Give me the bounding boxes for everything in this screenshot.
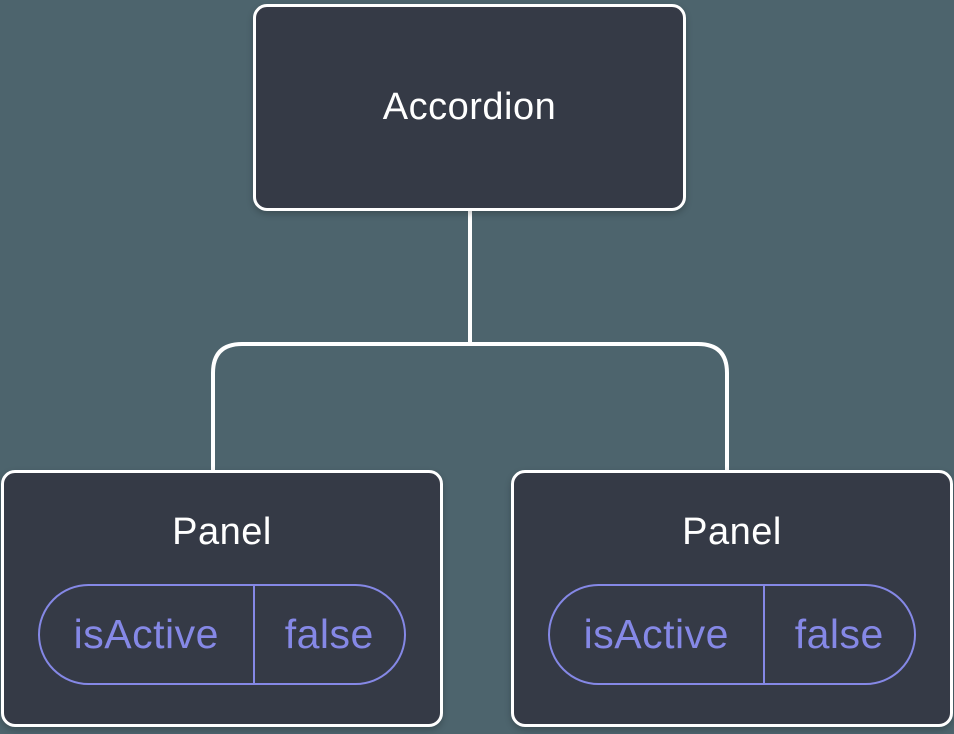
accordion-node: Accordion [253, 4, 686, 211]
state-name: isActive [550, 585, 765, 683]
state-pill: isActive false [38, 583, 406, 685]
state-value: false [794, 610, 884, 657]
accordion-node-label: Accordion [382, 85, 557, 128]
panel-node-label: Panel [172, 511, 272, 553]
panel-node-left: Panel isActive false [1, 470, 443, 727]
panel-node-label: Panel [682, 511, 782, 553]
panel-node-right: Panel isActive false [511, 470, 953, 727]
state-value: false [284, 610, 374, 657]
connector-branch [211, 342, 729, 471]
state-name: isActive [40, 585, 255, 683]
state-pill: isActive false [548, 583, 916, 685]
